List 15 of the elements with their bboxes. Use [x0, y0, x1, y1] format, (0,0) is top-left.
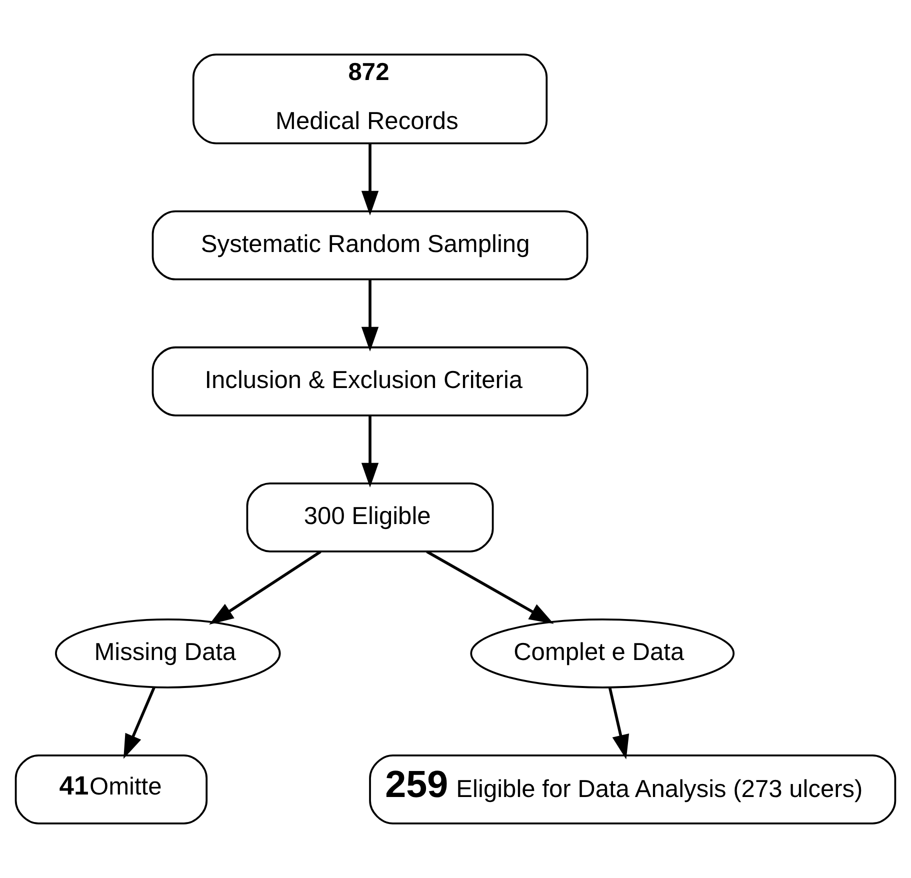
- node-box: Systematic Random Sampling: [152, 210, 588, 280]
- arrow: [608, 688, 630, 760]
- node-box: 41Omitte: [14, 754, 208, 824]
- node-box: 300 Eligible: [246, 482, 494, 552]
- arrow: [209, 550, 322, 625]
- arrow: [361, 280, 379, 352]
- arrow: [361, 144, 379, 216]
- node-ellipse: Complet e Data: [470, 618, 735, 688]
- node-box: 259 Eligible for Data Analysis (273 ulcers): [369, 754, 896, 824]
- node-box: 872 Medical Records: [192, 54, 548, 144]
- node-box: Inclusion & Exclusion Criteria: [152, 346, 588, 416]
- arrow: [361, 416, 379, 488]
- node-ellipse: Missing Data: [54, 618, 281, 688]
- arrow: [426, 550, 554, 624]
- arrow: [123, 686, 156, 759]
